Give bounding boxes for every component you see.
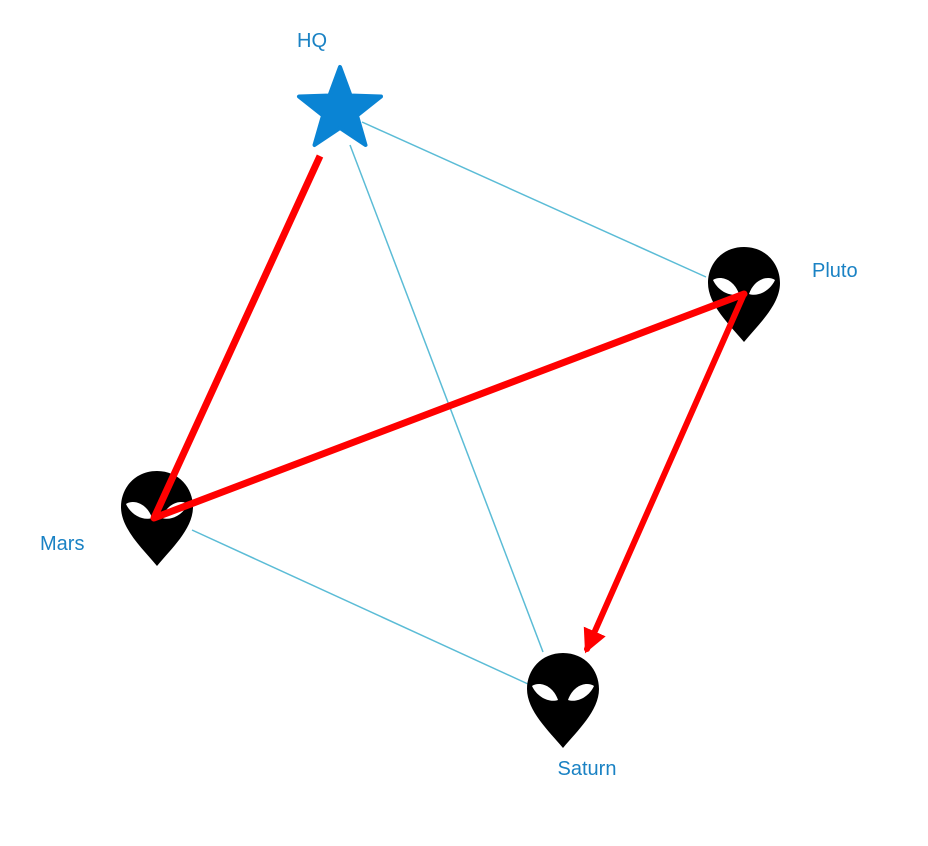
node-hq[interactable]: HQ (297, 30, 383, 147)
route-layer (150, 154, 748, 654)
alien-head-icon (527, 653, 599, 748)
route-hq-mars[interactable] (150, 154, 324, 520)
star-icon (297, 65, 383, 147)
link-hq-pluto[interactable] (361, 121, 707, 278)
node-saturn[interactable]: Saturn (527, 653, 616, 780)
node-label-mars: Mars (40, 533, 84, 555)
link-mars-saturn[interactable] (191, 529, 529, 685)
node-label-pluto: Pluto (812, 260, 858, 282)
route-pluto-saturn[interactable] (583, 291, 747, 654)
links-layer (191, 121, 707, 685)
route-mars-pluto[interactable] (150, 290, 748, 522)
node-label-saturn: Saturn (558, 758, 617, 780)
link-hq-saturn[interactable] (349, 144, 544, 653)
node-label-hq: HQ (297, 30, 327, 52)
